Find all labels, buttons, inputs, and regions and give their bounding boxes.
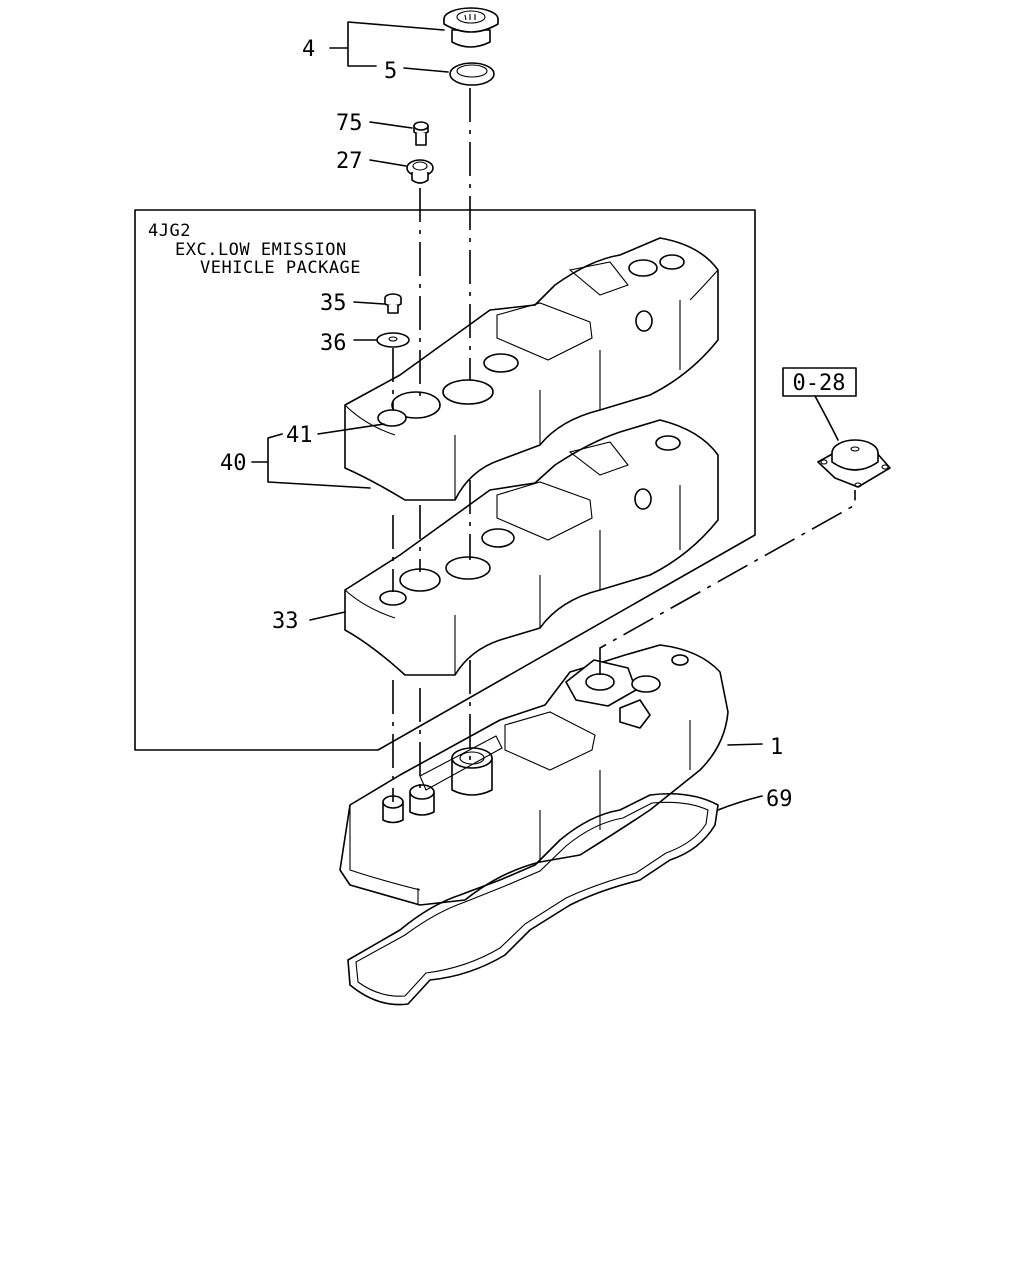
callout-bracket-4-5	[329, 21, 449, 73]
leader-75	[369, 121, 413, 129]
grommet-27[interactable]	[406, 159, 434, 184]
leader-69	[717, 795, 763, 811]
filler-cap-gasket[interactable]	[449, 62, 495, 86]
reference-box[interactable]: 0-28	[782, 367, 857, 397]
reference-box-label: 0-28	[793, 371, 846, 396]
callout-4: 4	[302, 37, 315, 62]
bolt-35[interactable]	[384, 293, 402, 314]
callout-labels: 4 5 75 27 35 36 41 40 33 1 69	[220, 37, 793, 812]
head-cover-gasket[interactable]	[347, 792, 719, 1006]
cylinder-head-cover[interactable]	[339, 644, 729, 906]
bolt-75[interactable]	[413, 121, 429, 146]
callout-75: 75	[336, 111, 363, 136]
oil-filler-cap[interactable]	[443, 7, 499, 48]
callout-27: 27	[336, 149, 363, 174]
leader-1	[727, 743, 763, 746]
callout-36: 36	[320, 331, 347, 356]
assembly-lines	[392, 88, 856, 802]
callout-33: 33	[272, 609, 299, 634]
callout-bracket-40	[251, 433, 371, 489]
callout-1: 1	[770, 735, 783, 760]
breather-assembly[interactable]	[817, 439, 891, 488]
leader-35	[353, 301, 385, 305]
head-cover-gasket-inner	[355, 801, 709, 997]
callout-35: 35	[320, 291, 347, 316]
leader-33	[309, 611, 346, 621]
callout-40: 40	[220, 451, 247, 476]
note-line-2: EXC.LOW EMISSION	[175, 240, 347, 260]
note-line-1: 4JG2	[148, 221, 191, 241]
washer-36[interactable]	[376, 332, 410, 348]
head-cover-insulator[interactable]	[344, 419, 719, 676]
callout-41: 41	[286, 423, 313, 448]
leader-ref	[814, 395, 839, 441]
callout-69: 69	[766, 787, 793, 812]
head-cover-upper[interactable]	[344, 237, 719, 501]
option-frame	[134, 209, 756, 751]
leader-41	[317, 423, 385, 435]
callout-5: 5	[384, 59, 397, 84]
note-box-text: 4JG2 EXC.LOW EMISSION VEHICLE PACKAGE	[148, 221, 361, 278]
note-line-3: VEHICLE PACKAGE	[200, 258, 361, 278]
leader-27	[369, 159, 407, 167]
